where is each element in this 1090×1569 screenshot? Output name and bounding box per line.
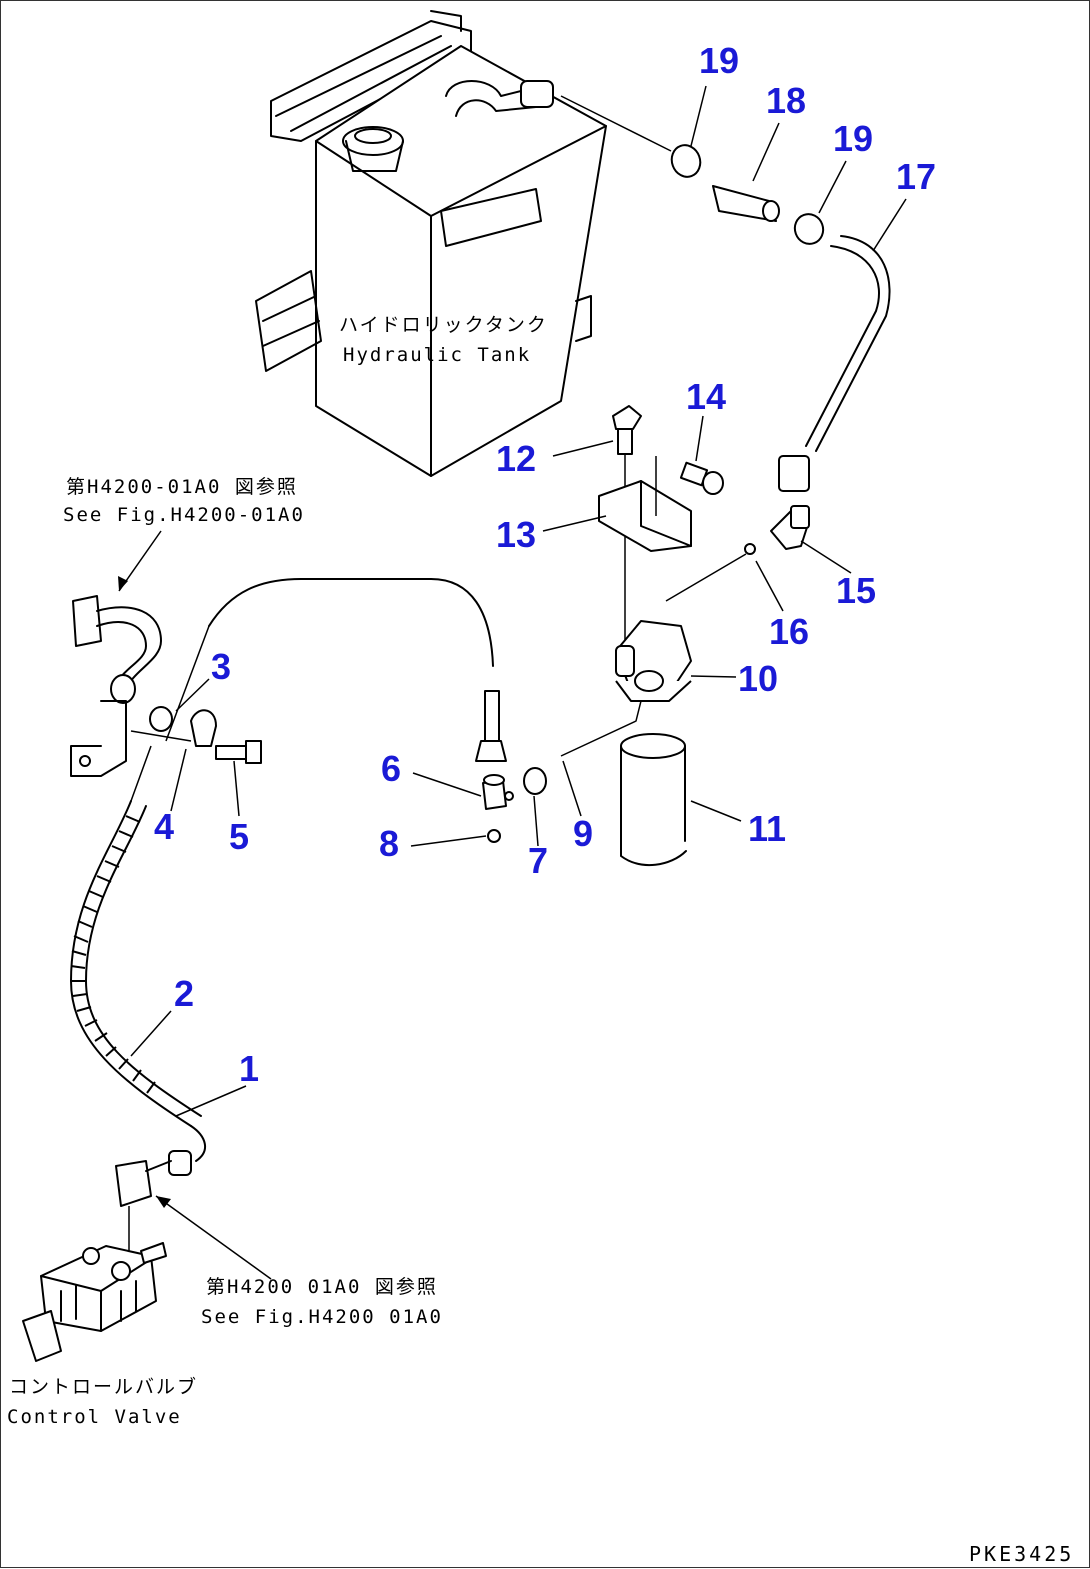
tank-label-jp: ハイドロリックタンク (339, 314, 548, 336)
callout-4: 4 (154, 806, 174, 847)
callout-19b: 19 (833, 118, 873, 159)
ref-bottom-jp: 第H4200 01A0 図参照 (206, 1276, 438, 1298)
callout-leaders (130, 85, 907, 1117)
callout-8: 8 (379, 823, 399, 864)
upper-elbow-assembly (70, 595, 262, 777)
callout-16: 16 (769, 611, 809, 652)
hydraulic-tank: ハイドロリックタンク Hydraulic Tank (255, 10, 607, 477)
callout-9: 9 (573, 813, 593, 854)
callout-10: 10 (738, 658, 778, 699)
callout-2: 2 (174, 973, 194, 1014)
filter-inlet-elbow (665, 505, 810, 602)
control-valve-label-en: Control Valve (7, 1406, 182, 1428)
callout-1: 1 (239, 1048, 259, 1089)
callout-17: 17 (896, 156, 936, 197)
control-valve-elbow (115, 1160, 172, 1251)
line-filter (560, 620, 692, 867)
callout-19a: 19 (699, 40, 739, 81)
hose-fittings (482, 767, 547, 843)
filter-bracket-assembly (598, 405, 724, 641)
callout-numbers: 19 18 19 17 14 12 13 15 16 10 3 4 5 6 7 … (154, 40, 936, 1089)
control-valve (22, 1242, 167, 1362)
callout-14: 14 (686, 376, 726, 417)
callout-18: 18 (766, 80, 806, 121)
callout-11: 11 (748, 808, 786, 849)
reference-arrows (118, 530, 272, 1280)
callout-5: 5 (229, 816, 249, 857)
callout-12: 12 (496, 438, 536, 479)
control-valve-label-jp: コントロールバルブ (9, 1375, 198, 1398)
tank-label-en: Hydraulic Tank (343, 344, 531, 366)
callout-3: 3 (211, 646, 231, 687)
callout-6: 6 (381, 748, 401, 789)
ref-top-en: See Fig.H4200-01A0 (63, 504, 305, 526)
drawing-code: PKE3425 (969, 1542, 1074, 1566)
spiral-protector (70, 815, 156, 1094)
callout-13: 13 (496, 514, 536, 555)
pilot-hose (70, 578, 507, 1176)
ref-bottom-en: See Fig.H4200 01A0 (201, 1306, 443, 1328)
callout-7: 7 (528, 840, 548, 881)
callout-15: 15 (836, 570, 876, 611)
ref-top-jp: 第H4200-01A0 図参照 (66, 476, 298, 498)
upper-return-hose (670, 144, 891, 492)
